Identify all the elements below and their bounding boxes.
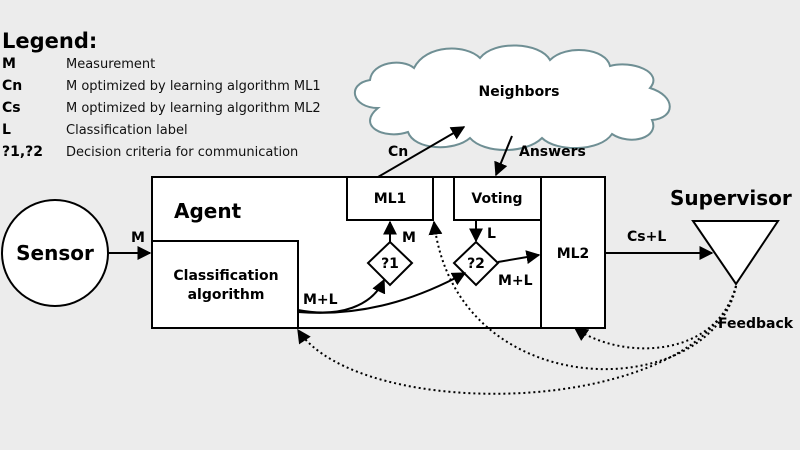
q2-to-ml2-arrow: [497, 250, 541, 265]
legend-key-l: L: [2, 122, 11, 138]
sensor-to-agent-label: M: [131, 230, 145, 246]
answers-label: Answers: [519, 144, 586, 160]
cn-label: Cn: [388, 144, 408, 160]
legend: Legend: M Measurement Cn M optimized by …: [2, 29, 321, 160]
legend-value-l: Classification label: [66, 123, 188, 138]
ml1-node: ML1: [346, 176, 434, 221]
neighbors-label: Neighbors: [479, 84, 560, 100]
supervisor-label: Supervisor: [670, 186, 792, 210]
ml1-to-neighbors-arrow: [377, 126, 466, 178]
feedback-to-ml2-arrow: [573, 285, 737, 350]
ml2-label: ML2: [557, 246, 590, 262]
legend-value-cn: M optimized by learning algorithm ML1: [66, 79, 321, 94]
cs-l-label: Cs+L: [627, 229, 666, 245]
voting-node: Voting: [453, 176, 542, 221]
legend-value-m: Measurement: [66, 57, 155, 72]
classification-label-line1: Classification: [173, 268, 278, 284]
sensor-label: Sensor: [16, 241, 94, 265]
legend-key-cn: Cn: [2, 78, 22, 94]
legend-key-m: M: [2, 56, 16, 72]
legend-key-q: ?1,?2: [2, 144, 43, 160]
classifier-out-label: M+L: [303, 292, 338, 308]
neighbors-to-voting-arrow: [494, 135, 513, 177]
feedback-to-ml1-arrow: [428, 220, 737, 371]
voting-out-label: L: [487, 226, 496, 242]
feedback-to-classifier-arrow: [297, 285, 737, 395]
q1-to-ml1-label: M: [402, 230, 416, 246]
decision-q2: ?2: [452, 240, 500, 287]
agent-label: Agent: [174, 199, 242, 223]
legend-key-cs: Cs: [2, 100, 21, 116]
legend-value-cs: M optimized by learning algorithm ML2: [66, 101, 321, 116]
q2-to-ml2-label: M+L: [498, 273, 533, 289]
feedback-label: Feedback: [718, 316, 794, 332]
classification-label-line2: algorithm: [188, 287, 265, 303]
voting-label: Voting: [471, 191, 522, 207]
q1-label: ?1: [381, 256, 399, 272]
ml1-label: ML1: [374, 191, 407, 207]
ml2-node: ML2: [540, 176, 606, 329]
legend-title: Legend:: [2, 29, 97, 53]
supervisor-node: Supervisor: [670, 186, 792, 286]
q2-label: ?2: [467, 256, 485, 272]
classification-algorithm-node: Classification algorithm: [151, 240, 299, 329]
neighbors-cloud: Neighbors: [353, 44, 671, 151]
decision-q1: ?1: [366, 240, 414, 287]
legend-value-q: Decision criteria for communication: [66, 145, 298, 160]
sensor-node: Sensor: [1, 199, 109, 307]
